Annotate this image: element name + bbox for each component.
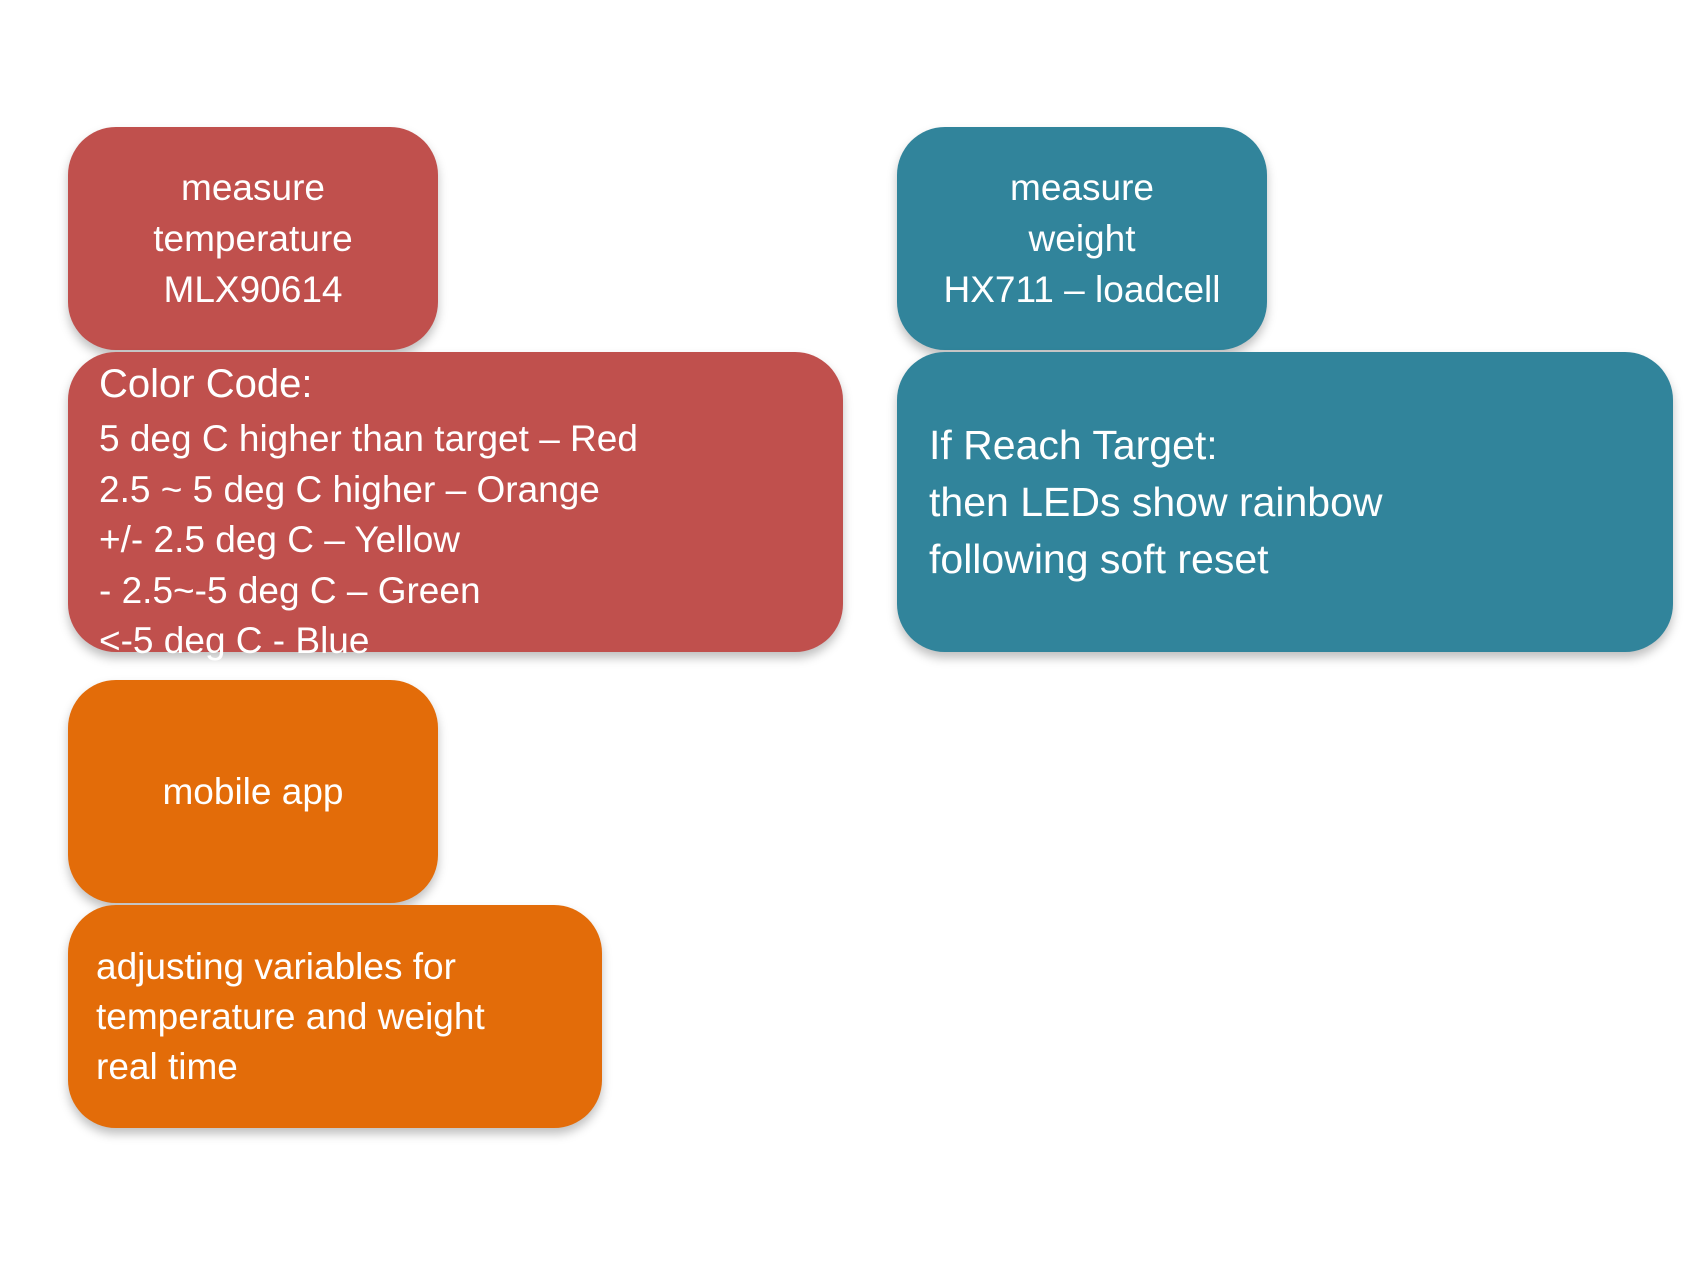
adjust-line-2: temperature and weight: [96, 995, 485, 1037]
adjust-line-3: real time: [96, 1045, 238, 1087]
color-code-title: Color Code:: [99, 362, 313, 406]
color-code-line-orange: 2.5 ~ 5 deg C higher – Orange: [99, 468, 600, 510]
color-code-line-green: - 2.5~-5 deg C – Green: [99, 569, 481, 611]
weight-header-line-1: measure: [1010, 167, 1154, 208]
mobile-app-label: mobile app: [162, 771, 344, 812]
color-code-node: Color Code: 5 deg C higher than target –…: [68, 352, 843, 661]
color-code-line-yellow: +/- 2.5 deg C – Yellow: [99, 519, 461, 560]
color-code-list: 5 deg C higher than target – Red 2.5 ~ 5…: [99, 414, 823, 667]
reach-target-node: If Reach Target: then LEDs show rainbow …: [897, 352, 1673, 652]
target-line-1: If Reach Target:: [929, 421, 1218, 468]
weight-sensor-node: measure weight HX711 – loadcell: [897, 127, 1267, 350]
weight-header-line-2: weight: [1028, 218, 1136, 259]
weight-header-line-3: HX711 – loadcell: [943, 269, 1221, 310]
adjusting-variables-node: adjusting variables for temperature and …: [68, 905, 602, 1128]
temperature-sensor-node: measure temperature MLX90614: [68, 127, 438, 350]
target-line-3: following soft reset: [929, 535, 1269, 582]
target-line-2: then LEDs show rainbow: [929, 478, 1383, 525]
color-code-line-blue: <-5 deg C - Blue: [99, 620, 370, 661]
adjust-line-1: adjusting variables for: [96, 945, 456, 987]
temperature-header-line-1: measure: [181, 167, 325, 208]
temperature-header-line-3: MLX90614: [163, 269, 343, 310]
color-code-line-red: 5 deg C higher than target – Red: [99, 418, 638, 459]
temperature-header-line-2: temperature: [153, 218, 353, 259]
mobile-app-node: mobile app: [68, 680, 438, 903]
